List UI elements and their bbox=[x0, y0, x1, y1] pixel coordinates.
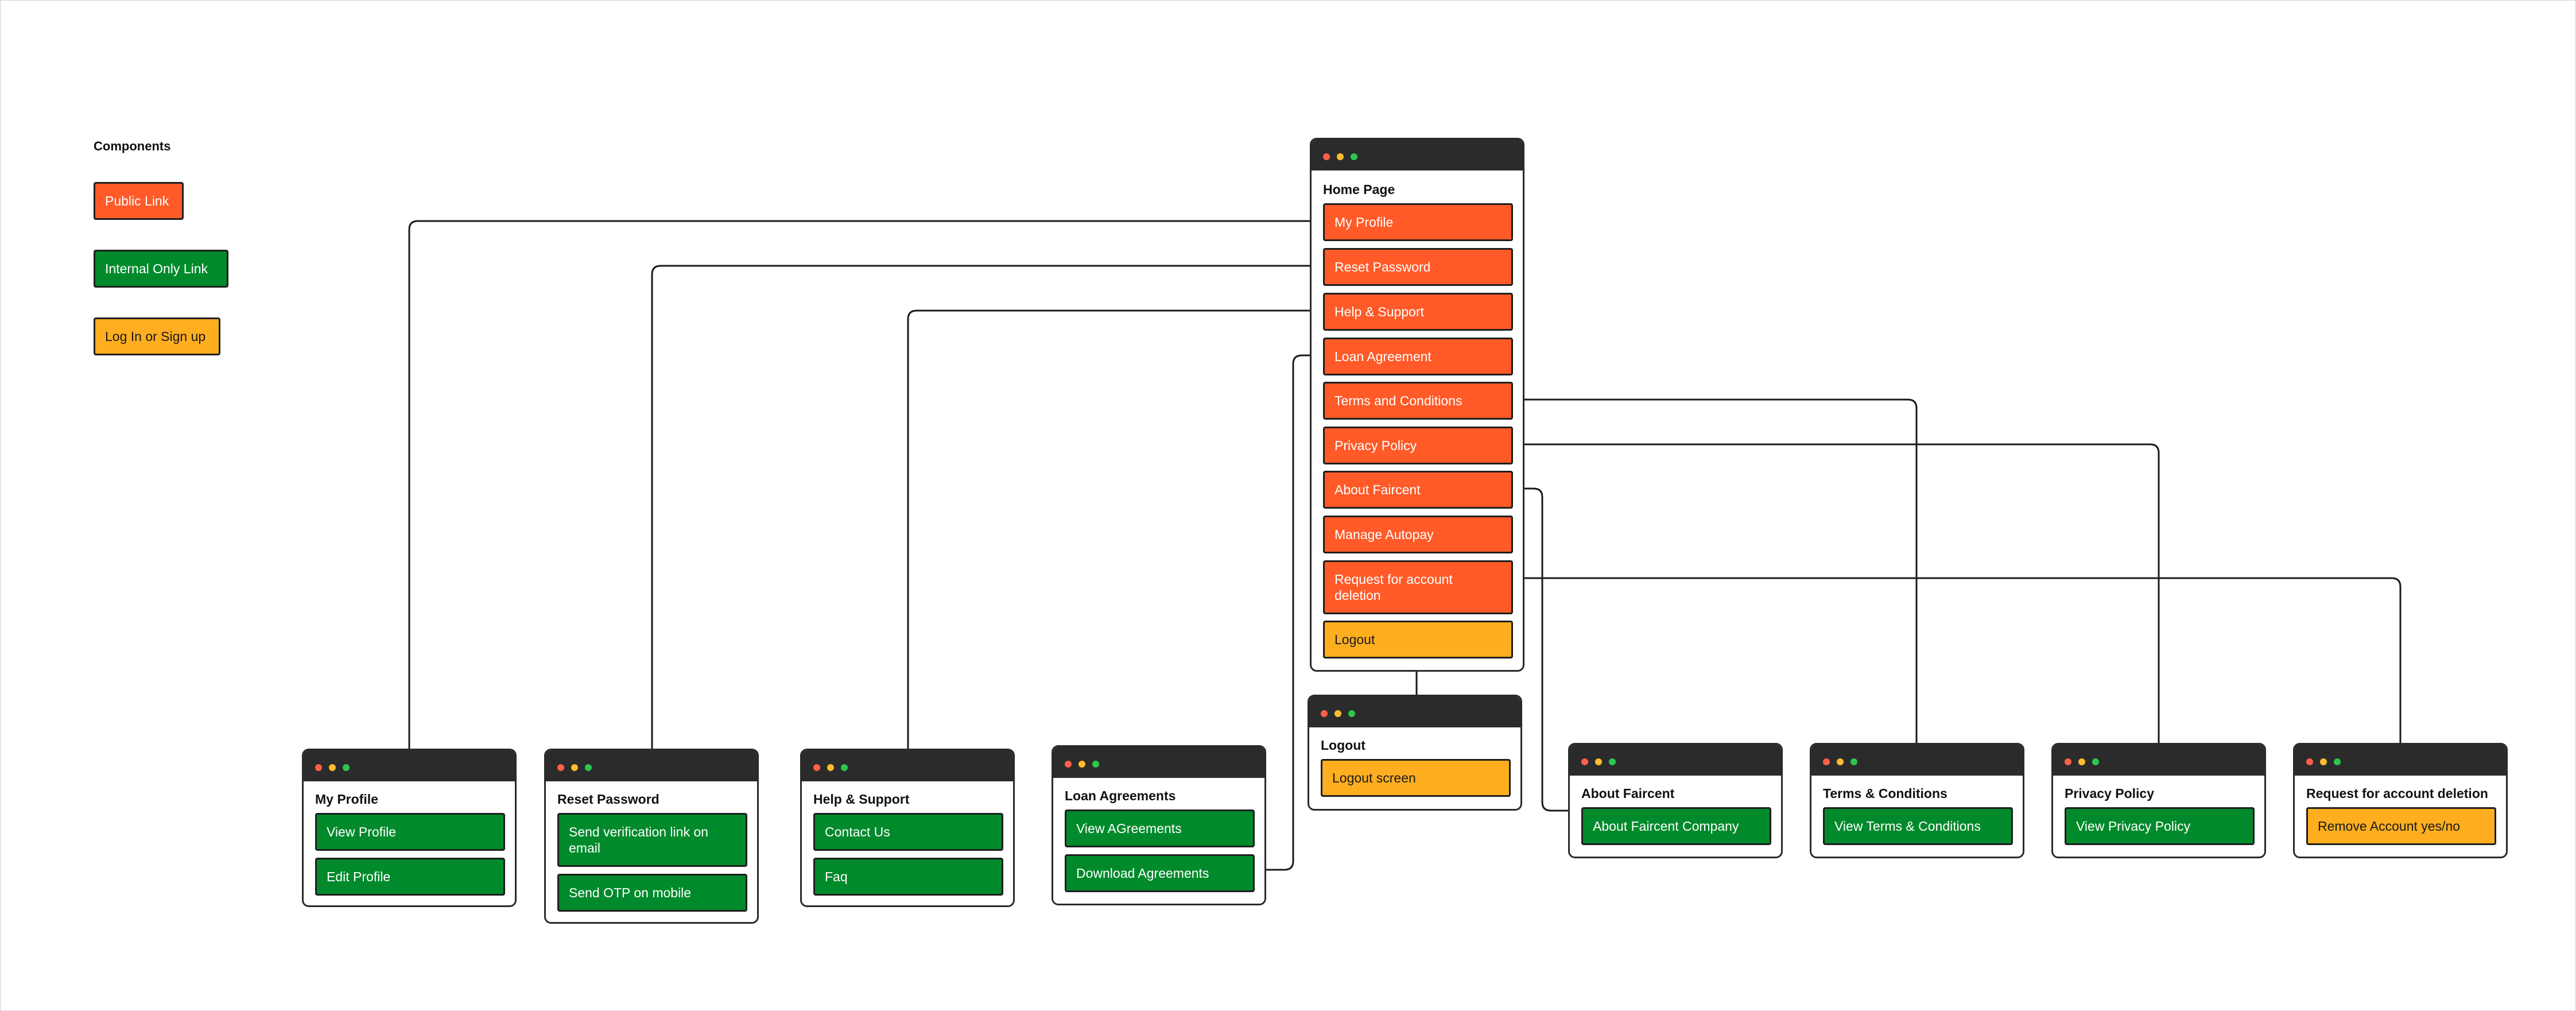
home-link-loan-agreement[interactable]: Loan Agreement bbox=[1323, 338, 1513, 375]
maximize-dot-icon bbox=[2334, 758, 2341, 765]
maximize-dot-icon bbox=[841, 764, 848, 771]
window-titlebar bbox=[2295, 745, 2506, 776]
legend-public-link: Public Link bbox=[94, 182, 184, 220]
connector-reset-password bbox=[651, 265, 1323, 749]
account-deletion-window: Request for account deletion Remove Acco… bbox=[2293, 743, 2508, 858]
logout-screen-link[interactable]: Logout screen bbox=[1321, 759, 1511, 797]
close-dot-icon bbox=[1065, 761, 1072, 768]
close-dot-icon bbox=[1823, 758, 1830, 765]
my-profile-window: My Profile View Profile Edit Profile bbox=[302, 749, 517, 907]
terms-conditions-window: Terms & Conditions View Terms & Conditio… bbox=[1810, 743, 2024, 858]
window-titlebar bbox=[304, 750, 515, 781]
minimize-dot-icon bbox=[1595, 758, 1602, 765]
home-link-privacy-policy[interactable]: Privacy Policy bbox=[1323, 427, 1513, 464]
help-support-title: Help & Support bbox=[813, 792, 910, 807]
contact-us-link[interactable]: Contact Us bbox=[813, 813, 1003, 851]
maximize-dot-icon bbox=[1348, 710, 1355, 717]
close-dot-icon bbox=[1321, 710, 1328, 717]
close-dot-icon bbox=[1323, 153, 1330, 160]
legend-internal-link: Internal Only Link bbox=[94, 250, 228, 288]
connector-loan-agreements bbox=[1266, 354, 1323, 871]
close-dot-icon bbox=[2306, 758, 2313, 765]
window-titlebar bbox=[1053, 747, 1264, 778]
window-titlebar bbox=[1570, 745, 1781, 776]
home-link-manage-autopay[interactable]: Manage Autopay bbox=[1323, 516, 1513, 553]
window-titlebar bbox=[1309, 696, 1520, 727]
maximize-dot-icon bbox=[1092, 761, 1099, 768]
logout-window: Logout Logout screen bbox=[1308, 695, 1522, 811]
window-titlebar bbox=[546, 750, 757, 781]
window-titlebar bbox=[802, 750, 1013, 781]
privacy-policy-title: Privacy Policy bbox=[2065, 786, 2154, 801]
home-link-account-deletion[interactable]: Request for account deletion bbox=[1323, 560, 1513, 614]
minimize-dot-icon bbox=[2320, 758, 2327, 765]
home-link-my-profile[interactable]: My Profile bbox=[1323, 203, 1513, 241]
view-terms-conditions-link[interactable]: View Terms & Conditions bbox=[1823, 807, 2013, 845]
connector-about-faircent bbox=[1511, 487, 1569, 812]
about-faircent-title: About Faircent bbox=[1581, 786, 1675, 801]
maximize-dot-icon bbox=[1609, 758, 1616, 765]
maximize-dot-icon bbox=[343, 764, 350, 771]
window-titlebar bbox=[1312, 140, 1523, 171]
my-profile-title: My Profile bbox=[315, 792, 378, 807]
edit-profile-link[interactable]: Edit Profile bbox=[315, 858, 505, 896]
help-support-window: Help & Support Contact Us Faq bbox=[800, 749, 1015, 907]
home-link-reset-password[interactable]: Reset Password bbox=[1323, 248, 1513, 286]
connector-my-profile bbox=[408, 220, 1323, 749]
home-page-window: Home Page My Profile Reset Password Help… bbox=[1310, 138, 1524, 672]
maximize-dot-icon bbox=[585, 764, 592, 771]
about-faircent-company-link[interactable]: About Faircent Company bbox=[1581, 807, 1771, 845]
privacy-policy-window: Privacy Policy View Privacy Policy bbox=[2051, 743, 2266, 858]
download-agreements-link[interactable]: Download Agreements bbox=[1065, 854, 1255, 892]
connector-account-deletion bbox=[1511, 577, 2402, 743]
reset-password-title: Reset Password bbox=[557, 792, 659, 807]
about-faircent-window: About Faircent About Faircent Company bbox=[1568, 743, 1783, 858]
view-profile-link[interactable]: View Profile bbox=[315, 813, 505, 851]
minimize-dot-icon bbox=[1337, 153, 1344, 160]
connector-privacy-policy bbox=[1511, 443, 2160, 743]
close-dot-icon bbox=[315, 764, 322, 771]
reset-password-window: Reset Password Send verification link on… bbox=[544, 749, 759, 924]
connector-help-support bbox=[907, 309, 1323, 749]
send-otp-mobile-link[interactable]: Send OTP on mobile bbox=[557, 874, 747, 912]
faq-link[interactable]: Faq bbox=[813, 858, 1003, 896]
terms-conditions-title: Terms & Conditions bbox=[1823, 786, 1947, 801]
minimize-dot-icon bbox=[2078, 758, 2085, 765]
close-dot-icon bbox=[557, 764, 564, 771]
maximize-dot-icon bbox=[1351, 153, 1357, 160]
minimize-dot-icon bbox=[571, 764, 578, 771]
view-privacy-policy-link[interactable]: View Privacy Policy bbox=[2065, 807, 2255, 845]
home-page-title: Home Page bbox=[1323, 182, 1395, 197]
maximize-dot-icon bbox=[2092, 758, 2099, 765]
remove-account-link[interactable]: Remove Account yes/no bbox=[2306, 807, 2496, 845]
view-agreements-link[interactable]: View AGreements bbox=[1065, 809, 1255, 847]
logout-title: Logout bbox=[1321, 738, 1365, 753]
minimize-dot-icon bbox=[1078, 761, 1085, 768]
loan-agreements-window: Loan Agreements View AGreements Download… bbox=[1052, 745, 1266, 905]
send-verification-email-link[interactable]: Send verification link on email bbox=[557, 813, 747, 867]
home-link-terms-conditions[interactable]: Terms and Conditions bbox=[1323, 382, 1513, 420]
account-deletion-title: Request for account deletion bbox=[2306, 786, 2488, 801]
minimize-dot-icon bbox=[329, 764, 336, 771]
close-dot-icon bbox=[813, 764, 820, 771]
close-dot-icon bbox=[1581, 758, 1588, 765]
connector-terms-conditions bbox=[1511, 398, 1918, 743]
close-dot-icon bbox=[2065, 758, 2071, 765]
legend-title: Components bbox=[94, 139, 171, 153]
maximize-dot-icon bbox=[1850, 758, 1857, 765]
minimize-dot-icon bbox=[827, 764, 834, 771]
window-titlebar bbox=[2053, 745, 2264, 776]
legend-login-signup: Log In or Sign up bbox=[94, 317, 220, 355]
home-link-about-faircent[interactable]: About Faircent bbox=[1323, 471, 1513, 509]
home-link-logout[interactable]: Logout bbox=[1323, 621, 1513, 658]
home-link-help-support[interactable]: Help & Support bbox=[1323, 293, 1513, 331]
minimize-dot-icon bbox=[1837, 758, 1844, 765]
loan-agreements-title: Loan Agreements bbox=[1065, 788, 1176, 803]
window-titlebar bbox=[1811, 745, 2023, 776]
minimize-dot-icon bbox=[1334, 710, 1341, 717]
